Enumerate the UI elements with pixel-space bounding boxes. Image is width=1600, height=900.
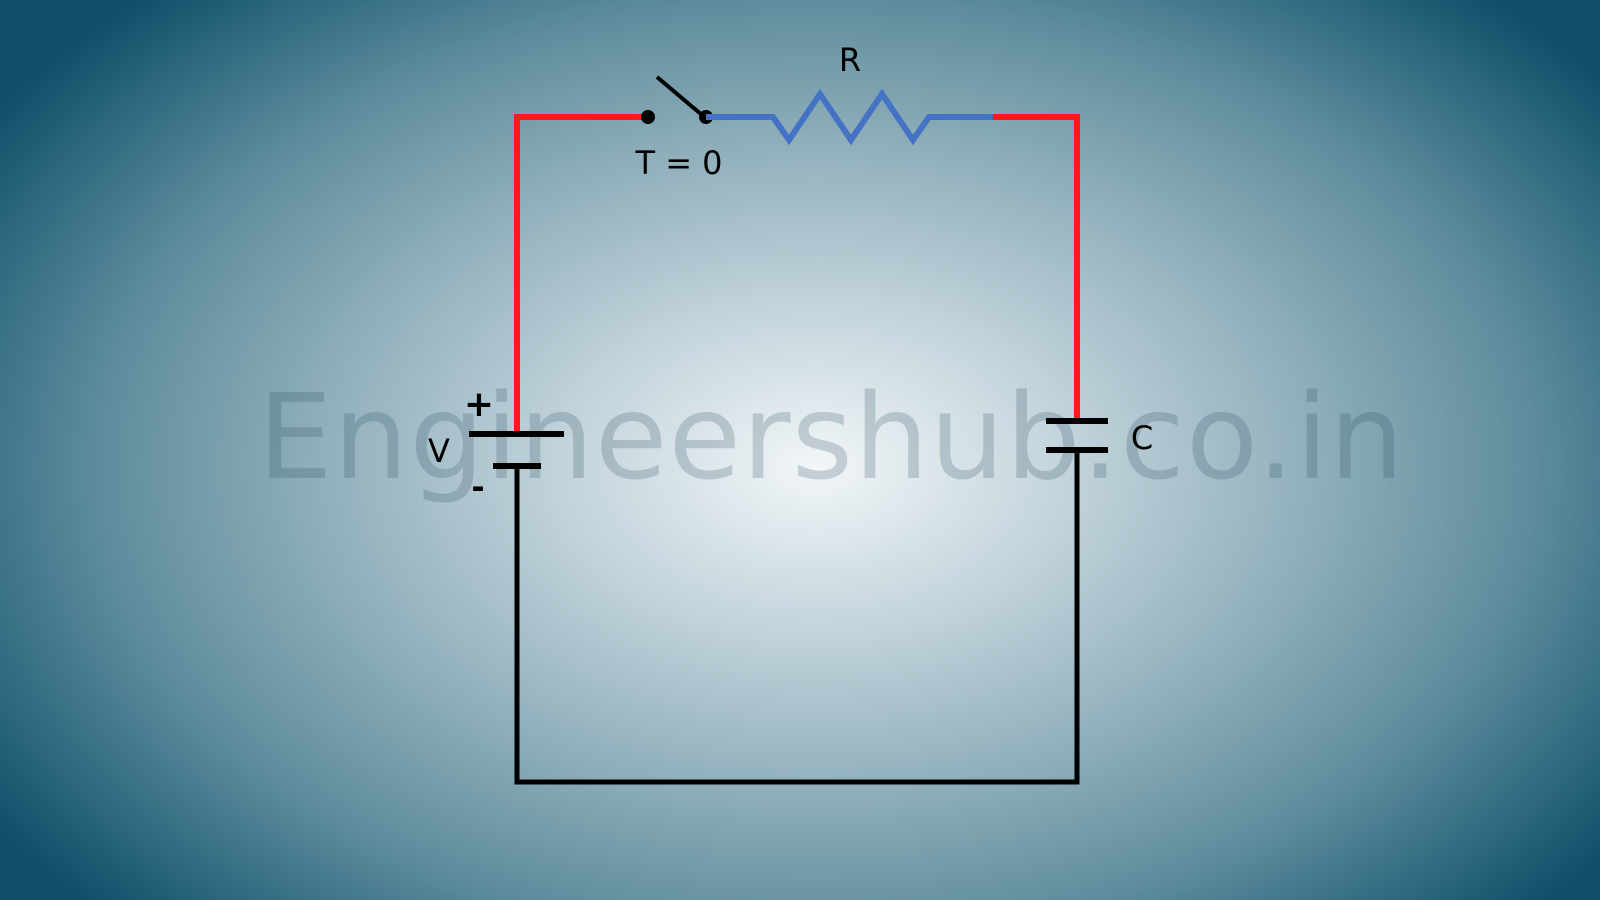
resistor (706, 88, 993, 146)
source-minus-label: - (471, 468, 484, 506)
wire-right-red (993, 114, 1080, 421)
switch-blade (655, 75, 704, 117)
resistor-label: R (839, 41, 861, 79)
switch-label: T = 0 (634, 144, 722, 182)
capacitor-label: C (1131, 419, 1153, 457)
switch-contact-left (641, 110, 655, 124)
source-label: V (428, 432, 450, 470)
source-plus-label: + (464, 384, 494, 425)
dc-source (469, 431, 564, 469)
wire-bottom-black (514, 450, 1080, 785)
capacitor (1046, 418, 1108, 453)
switch (641, 75, 713, 124)
wire-left-red (514, 114, 648, 433)
